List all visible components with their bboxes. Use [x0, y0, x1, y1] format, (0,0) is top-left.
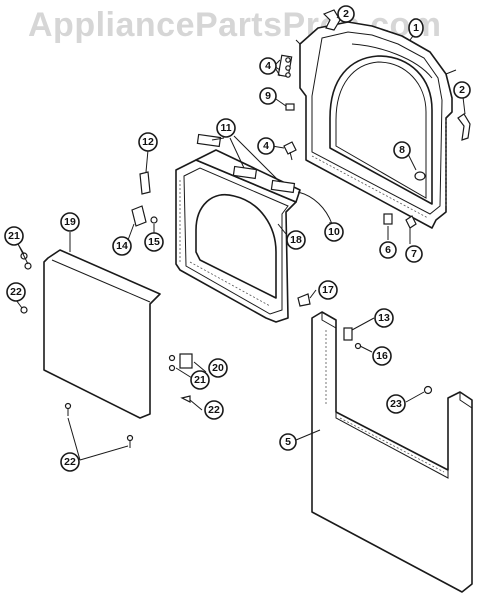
callout-1: 1 [408, 18, 424, 38]
svg-text:2: 2 [343, 8, 349, 20]
callout-11: 11 [216, 118, 236, 138]
screw-part-22-left [20, 306, 28, 314]
part-7-fastener [405, 215, 417, 229]
svg-text:12: 12 [142, 136, 154, 148]
bracket-part-2-top [322, 9, 341, 31]
part-15-screw [150, 216, 158, 224]
front-bulkhead-panel [295, 21, 457, 229]
callout-18: 18 [286, 230, 306, 250]
svg-text:21: 21 [194, 374, 206, 386]
svg-text:11: 11 [220, 122, 231, 134]
part-9-clip [285, 103, 295, 111]
svg-text:2: 2 [459, 84, 465, 96]
callout-14: 14 [112, 236, 132, 256]
screw-part-22-center [180, 395, 191, 403]
svg-text:20: 20 [212, 362, 224, 374]
lower-front-panel [311, 311, 473, 593]
callout-15: 15 [144, 232, 164, 252]
callout-22-center: 22 [204, 400, 224, 420]
svg-text:19: 19 [64, 216, 76, 228]
screw-part-22-bottom-b [126, 434, 134, 448]
part-16-screw [354, 342, 362, 350]
screw-part-21-center [168, 354, 176, 372]
door-panel [43, 249, 161, 419]
svg-text:15: 15 [148, 236, 160, 248]
svg-text:23: 23 [390, 398, 402, 410]
svg-text:13: 13 [378, 312, 390, 324]
callout-7: 7 [405, 245, 423, 263]
callout-17: 17 [318, 280, 338, 300]
upper-front-panel [175, 149, 301, 323]
callout-6: 6 [379, 241, 397, 259]
part-6-fastener [383, 213, 393, 225]
callout-19: 19 [60, 212, 80, 232]
callout-8: 8 [393, 141, 411, 159]
screw-set-part-4-upper [277, 54, 293, 78]
callout-16: 16 [372, 346, 392, 366]
svg-text:22: 22 [64, 456, 76, 468]
svg-text:21: 21 [8, 230, 20, 242]
svg-text:4: 4 [263, 140, 269, 152]
svg-text:7: 7 [411, 248, 417, 260]
svg-text:22: 22 [10, 286, 22, 298]
part-8-knob [414, 171, 426, 181]
callout-23: 23 [386, 394, 406, 414]
part-13-bracket [343, 327, 353, 341]
part-23-screw [423, 385, 433, 395]
svg-text:9: 9 [265, 90, 271, 102]
callout-5: 5 [279, 433, 297, 451]
screw-part-4-lower [283, 141, 297, 161]
part-12-hinge [139, 171, 151, 195]
callout-22-bottom: 22 [60, 452, 80, 472]
svg-text:18: 18 [290, 234, 302, 246]
pad-set-part-11 [196, 133, 296, 194]
callout-2-right: 2 [453, 81, 471, 99]
callout-4-upper: 4 [259, 57, 277, 75]
svg-text:1: 1 [413, 22, 419, 34]
callout-4-lower: 4 [257, 137, 275, 155]
svg-text:22: 22 [208, 404, 220, 416]
callout-2-top: 2 [337, 5, 355, 23]
callout-20: 20 [208, 358, 228, 378]
svg-text:4: 4 [265, 60, 271, 72]
callout-21-center: 21 [190, 370, 210, 390]
callout-10: 10 [324, 222, 344, 242]
callout-9: 9 [259, 87, 277, 105]
svg-text:6: 6 [385, 244, 391, 256]
callout-22-left: 22 [6, 282, 26, 302]
hinge-part-20 [179, 353, 193, 369]
callout-21-left: 21 [4, 226, 24, 246]
svg-text:10: 10 [328, 226, 340, 238]
svg-text:14: 14 [116, 240, 128, 252]
bracket-part-2-right [457, 113, 471, 141]
part-10-seal [297, 191, 333, 225]
callout-13: 13 [374, 308, 394, 328]
svg-text:5: 5 [285, 436, 291, 448]
part-14-latch [131, 205, 147, 227]
svg-text:17: 17 [322, 284, 334, 296]
screw-part-22-bottom-a [64, 402, 72, 416]
part-17-clip [297, 293, 311, 307]
svg-text:8: 8 [399, 144, 405, 156]
callout-12: 12 [138, 132, 158, 152]
svg-text:16: 16 [376, 350, 388, 362]
